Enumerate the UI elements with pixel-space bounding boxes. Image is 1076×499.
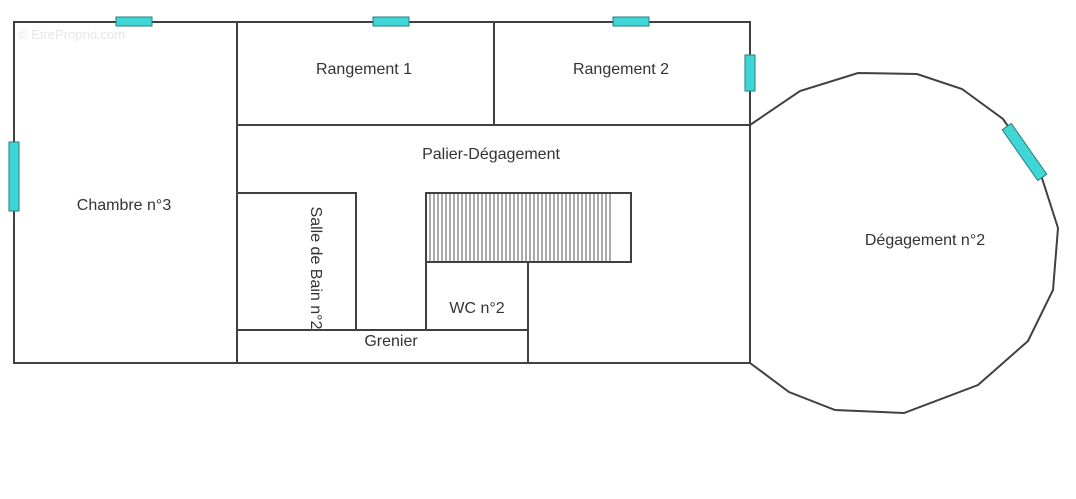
label-rangement2: Rangement 2 <box>573 61 669 78</box>
label-wc: WC n°2 <box>449 300 504 317</box>
label-rangement1: Rangement 1 <box>316 61 412 78</box>
salle-bain-wall <box>237 192 357 330</box>
window-degagement2 <box>1001 122 1048 182</box>
window-right-rangement2 <box>744 54 756 92</box>
label-grenier: Grenier <box>364 333 418 350</box>
window-top-rangement1 <box>372 16 410 27</box>
degagement2-round-wall <box>749 71 1060 415</box>
stair-treads <box>429 194 611 261</box>
watermark: © EtreProprio.com <box>18 27 125 42</box>
staircase <box>425 192 632 263</box>
label-palier: Palier-Dégagement <box>422 146 560 163</box>
window-top-chambre <box>115 16 153 27</box>
window-top-rangement2 <box>612 16 650 27</box>
window-left-chambre <box>8 141 20 212</box>
label-chambre3: Chambre n°3 <box>77 197 172 214</box>
wc-wall <box>425 261 529 330</box>
label-degagement2: Dégagement n°2 <box>865 232 985 249</box>
staircase-outline <box>425 192 632 263</box>
label-salle-bain: Salle de Bain n°2 <box>307 207 324 330</box>
